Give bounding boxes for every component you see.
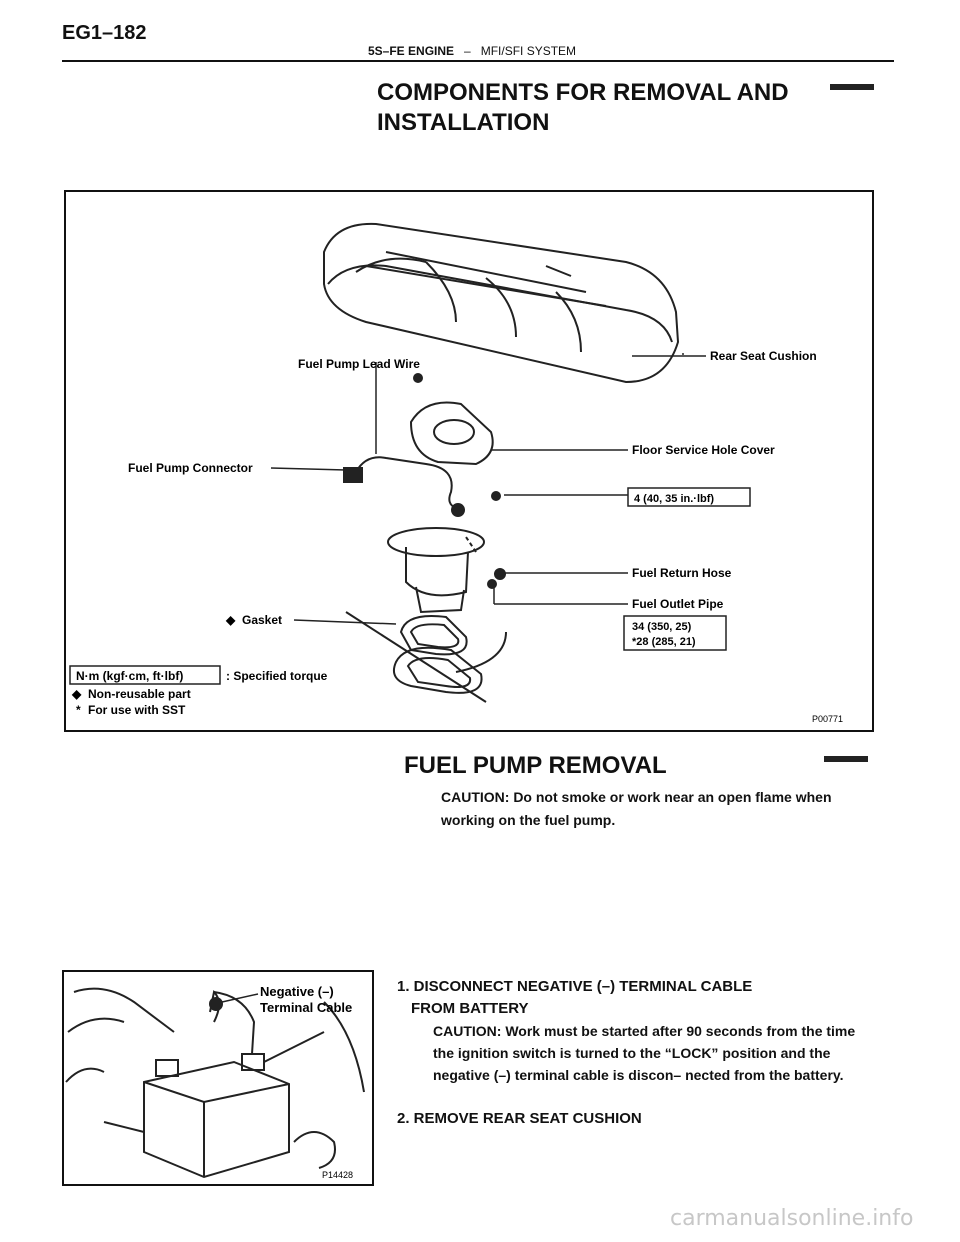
step-2-heading: 2. REMOVE REAR SEAT CUSHION	[397, 1110, 642, 1127]
label-fuel-return-hose: Fuel Return Hose	[632, 566, 732, 580]
header-subsection: MFI/SFI SYSTEM	[480, 44, 577, 58]
diamond-icon: ◆	[225, 613, 236, 627]
figure-code-p00771: P00771	[812, 714, 843, 724]
label-torque-cover: 4 (40, 35 in.·lbf)	[634, 493, 714, 505]
torque-box-outlet	[623, 615, 727, 651]
section-code-mark	[830, 84, 874, 90]
legend-unit: N·m (kgf·cm, ft·lbf)	[76, 669, 183, 683]
label-fuel-outlet-pipe: Fuel Outlet Pipe	[632, 597, 724, 611]
label-fuel-pump-lead-wire: Fuel Pump Lead Wire	[298, 357, 420, 371]
label-torque-outlet-1: 34 (350, 25)	[632, 621, 692, 633]
leader-lines	[270, 353, 706, 625]
label-torque-outlet-2: *28 (285, 21)	[632, 636, 696, 648]
components-diagram: Rear Seat Cushion Fuel Pump Lead Wire Fl…	[64, 190, 874, 732]
legend-specified-torque: : Specified torque	[226, 669, 328, 683]
page-number: EG1–182	[62, 22, 147, 44]
step-1-caution: CAUTION: Work must be started after 90 s…	[433, 1023, 856, 1083]
components-diagram-svg: Rear Seat Cushion Fuel Pump Lead Wire Fl…	[69, 222, 843, 724]
legend-nonreusable: Non-reusable part	[88, 687, 191, 701]
legend-sst: For use with SST	[88, 703, 186, 717]
floor-service-hole-cover-drawing	[409, 373, 494, 466]
battery-diagram: Negative (–) Terminal Cable P14428	[62, 970, 374, 1186]
label-rear-seat-cushion: Rear Seat Cushion	[710, 349, 817, 363]
torque-box-cover	[627, 487, 751, 507]
legend-asterisk: *	[76, 703, 81, 717]
watermark: carmanualsonline.info	[670, 1206, 914, 1231]
header-rule	[62, 60, 894, 62]
fuel-pump-assembly-drawing	[387, 527, 506, 614]
figure-code-p14428: P14428	[322, 1170, 353, 1180]
legend-unit-box	[69, 665, 221, 685]
label-fuel-pump-connector: Fuel Pump Connector	[128, 461, 253, 475]
removal-caution: CAUTION: Do not smoke or work near an op…	[441, 789, 832, 828]
label-gasket: Gasket	[242, 613, 282, 627]
removal-code-mark	[824, 756, 868, 762]
label-floor-service-hole-cover: Floor Service Hole Cover	[632, 443, 775, 457]
step-1-heading: 1. DISCONNECT NEGATIVE (–) TERMINAL CABL…	[397, 976, 877, 1020]
header-section: 5S–FE ENGINE	[368, 44, 455, 58]
fuel-pump-wire-drawing	[343, 456, 501, 517]
rear-seat-cushion-drawing	[323, 222, 680, 384]
battery-diagram-svg: Negative (–) Terminal Cable P14428	[65, 984, 365, 1180]
removal-title: FUEL PUMP REMOVAL	[404, 752, 667, 779]
legend-diamond-icon: ◆	[71, 687, 82, 701]
battery-drawing	[65, 987, 365, 1179]
running-header: 5S–FE ENGINE–MFI/SFI SYSTEM	[368, 44, 576, 58]
label-negative-cable-1: Negative (–)	[260, 984, 334, 999]
gasket-drawing	[345, 611, 507, 703]
step-1-line1: 1. DISCONNECT NEGATIVE (–) TERMINAL CABL…	[397, 978, 753, 995]
step-1-line2: FROM BATTERY	[411, 1000, 529, 1017]
label-negative-cable-2: Terminal Cable	[260, 1000, 352, 1015]
components-title: COMPONENTS FOR REMOVAL AND INSTALLATION	[377, 79, 789, 136]
header-separator: –	[464, 44, 471, 58]
